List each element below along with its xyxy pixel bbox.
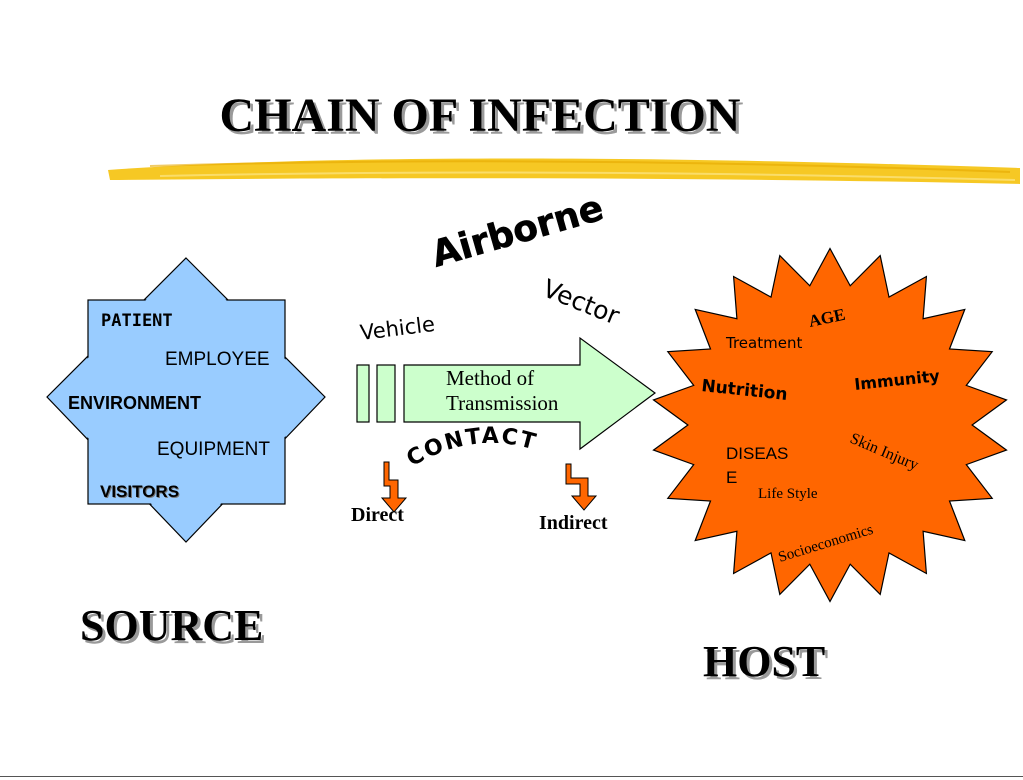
source-item-patient: PATIENT xyxy=(101,311,173,331)
host-label: HOST xyxy=(703,637,826,686)
vehicle-label: Vehicle xyxy=(359,312,436,345)
method-of-transmission-label: Method of Transmission xyxy=(446,366,558,416)
method-line-1: Method of xyxy=(446,366,535,390)
direct-label: Direct xyxy=(351,504,404,526)
contact-label: CONTACT xyxy=(403,424,540,472)
source-item-equipment: EQUIPMENT xyxy=(157,439,270,460)
vector-label: Vector xyxy=(539,274,624,331)
source-label: SOURCE xyxy=(80,601,264,650)
method-line-2: Transmission xyxy=(446,391,559,415)
source-item-visitors: VISITORS xyxy=(100,482,180,501)
title-highlighter xyxy=(108,158,1020,184)
host-starburst xyxy=(652,247,1008,603)
source-star xyxy=(46,257,326,543)
transmission-arrow xyxy=(356,336,657,451)
source-item-employee: EMPLOYEE xyxy=(165,349,270,370)
page-title: CHAIN OF INFECTION xyxy=(219,89,741,142)
host-disease-line-2: E xyxy=(726,468,738,487)
indirect-arrow xyxy=(565,463,598,511)
source-item-environment: ENVIRONMENT xyxy=(68,393,202,413)
host-disease: DISEAS E xyxy=(726,442,788,490)
footer-divider xyxy=(0,776,1023,777)
direct-arrow xyxy=(380,461,408,513)
host-disease-line-1: DISEAS xyxy=(726,444,789,463)
host-treatment: Treatment xyxy=(726,334,803,352)
indirect-label: Indirect xyxy=(539,512,608,534)
host-life-style: Life Style xyxy=(758,486,818,502)
airborne-label: Airborne xyxy=(427,188,608,276)
